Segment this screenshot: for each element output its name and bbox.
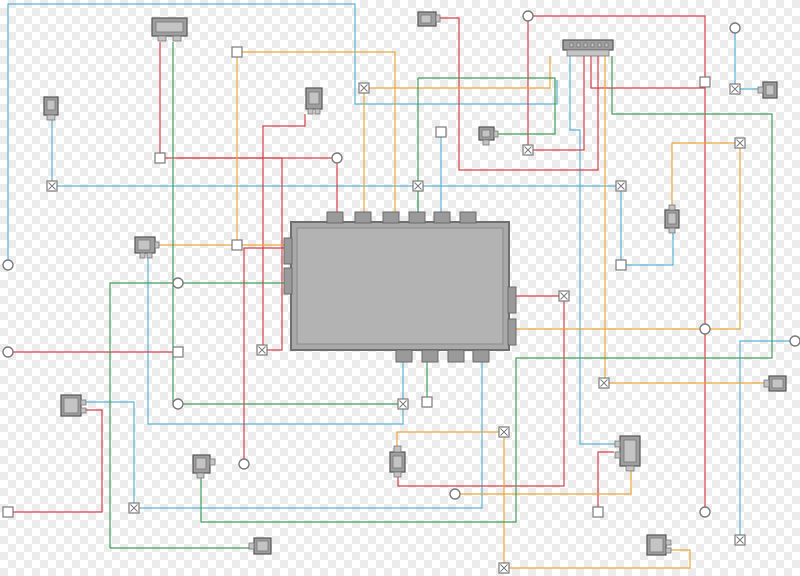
circle-junction-icon-4 [2,259,14,271]
circle-junction-icon-12 [699,506,711,518]
red-wire-15 [528,15,706,82]
cross-junction-icon-3 [46,180,58,192]
circle-junction-icon-2 [729,22,741,34]
chip-pin-right-1 [507,286,517,314]
blue-wire-1 [7,3,558,265]
chip-pin-top-1 [326,211,344,224]
red-wire-17 [8,409,103,513]
cross-junction-icon-11 [498,426,510,438]
component-bottom-small [248,537,272,555]
circle-junction-icon-8 [2,346,14,358]
red-wire-14 [527,16,585,151]
circle-junction-icon-3 [331,152,343,164]
square-junction-icon-1 [231,46,243,58]
red-wire-13 [440,17,599,171]
blue-wire-9 [739,340,795,540]
component-right-lower [763,375,787,392]
cross-junction-icon-15 [498,562,510,574]
chip-pin-top-4 [408,211,426,224]
square-junction-icon-7 [172,346,184,358]
component-top-center [417,11,441,27]
chip-pin-left-2 [283,267,293,295]
chip-pin-bottom-4 [472,349,490,363]
component-bottom-left [192,454,216,479]
chip-pin-bottom-3 [447,349,465,363]
orange-wire-30 [396,431,505,568]
green-wire-36 [418,77,556,135]
chip-pin-top-2 [354,211,372,224]
blue-wire-7 [569,56,615,445]
cross-junction-icon-8 [256,344,268,356]
cross-junction-icon-1 [358,82,370,94]
chip-pin-top-3 [382,211,400,224]
square-junction-icon-4 [699,76,711,88]
component-upper-center-vertical [305,87,323,115]
component-center-right-small [478,126,499,146]
circle-junction-icon-9 [172,398,184,410]
circle-junction-icon-5 [172,277,184,289]
chip-pin-left-1 [283,237,293,265]
chip-pin-bottom-1 [395,349,413,363]
orange-wire-22 [237,51,396,212]
component-bottom-center [389,445,406,478]
red-wire-19 [397,295,565,487]
chip-pin-top-6 [459,211,477,224]
cross-junction-icon-7 [558,290,570,302]
orange-wire-31 [504,549,691,569]
square-junction-icon-2 [154,152,166,164]
component-right-vertical [664,204,680,234]
component-top-right [757,81,778,99]
cross-junction-icon-14 [729,83,741,95]
square-junction-icon-5 [231,239,243,251]
green-wire-39 [200,56,773,523]
cross-junction-icon-9 [598,377,610,389]
chip-pin-right-2 [507,318,517,346]
cross-junction-icon-12 [128,502,140,514]
orange-wire-32 [455,471,632,495]
red-wire-18 [243,247,284,464]
square-junction-icon-10 [421,396,433,408]
component-left-vertical [43,96,59,121]
blue-wire-5 [147,258,404,425]
central-chip [283,211,517,363]
red-wire-11 [262,114,306,350]
component-left-lower [60,394,87,417]
square-junction-icon-8 [2,506,14,518]
circle-junction-icon-7 [789,335,800,347]
cross-junction-icon-5 [615,180,627,192]
red-wire-21 [590,56,706,512]
circle-junction-icon-1 [522,10,534,22]
top-connector-strip [562,39,614,57]
cross-junction-icon-2 [522,144,534,156]
green-wire-38 [109,282,284,548]
orange-wire-26 [364,56,551,89]
chip-pin-bottom-2 [421,349,439,363]
component-top-left [151,17,188,42]
component-left-mid [134,236,160,259]
square-junction-icon-3 [435,126,447,138]
circle-junction-icon-6 [699,323,711,335]
circle-junction-icon-11 [449,488,461,500]
red-wire-20 [597,451,614,512]
cross-junction-icon-4 [412,180,424,192]
chip-pin-top-5 [433,211,451,224]
cross-junction-icon-6 [734,137,746,149]
cross-junction-icon-10 [397,398,409,410]
square-junction-icon-6 [615,259,627,271]
component-right-bottom-large [614,435,641,472]
square-junction-icon-9 [592,506,604,518]
circle-junction-icon-10 [238,458,250,470]
cross-junction-icon-13 [734,534,746,546]
component-bottom-right [646,534,672,556]
